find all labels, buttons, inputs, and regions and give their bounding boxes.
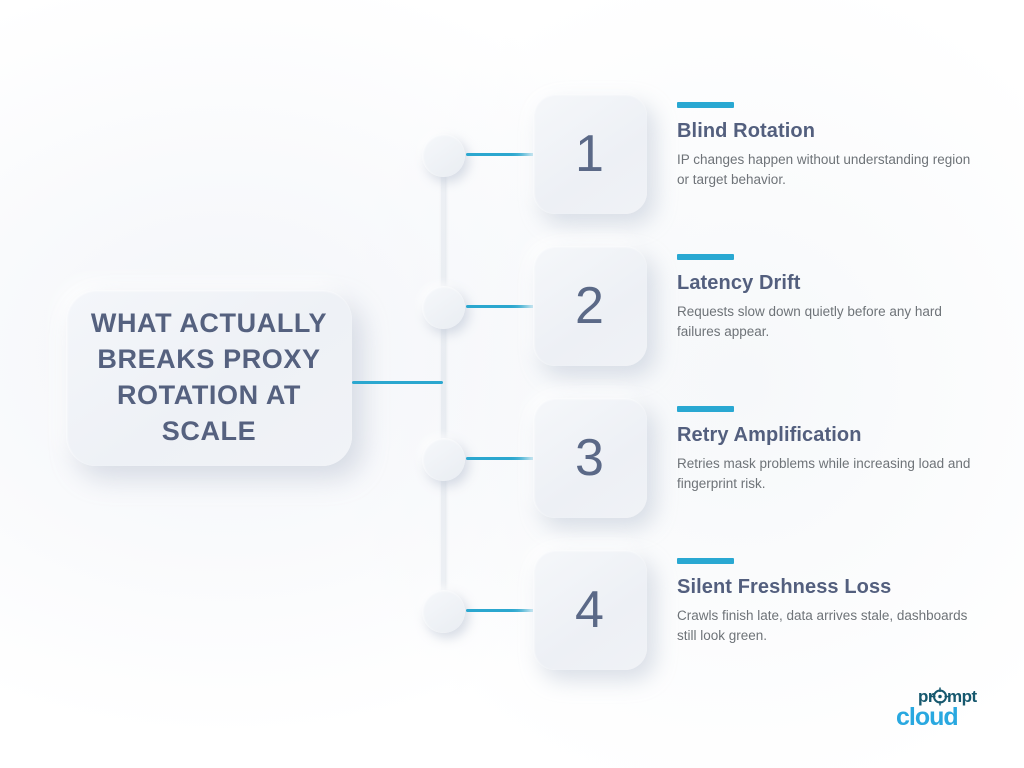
timeline-node-1 [422, 134, 465, 177]
list-item: 3 Retry Amplification Retries mask probl… [0, 398, 1024, 522]
list-item: 1 Blind Rotation IP changes happen witho… [0, 94, 1024, 218]
connector-line-4 [466, 609, 534, 612]
connector-line-1 [466, 153, 534, 156]
timeline-node-2 [422, 286, 465, 329]
logo-word-prompt: pr [918, 687, 935, 706]
page-title: WHAT ACTUALLY BREAKS PROXY ROTATION AT S… [91, 306, 327, 450]
accent-bar-icon-1 [677, 102, 734, 108]
title-connector-line [352, 381, 443, 384]
item-description-4: Crawls finish late, data arrives stale, … [677, 608, 968, 643]
title-line-3: ROTATION AT [116, 380, 302, 410]
number-label-3: 3 [575, 429, 605, 487]
accent-bar-icon-3 [677, 406, 734, 412]
list-item: 2 Latency Drift Requests slow down quiet… [0, 246, 1024, 370]
logo-word-cloud: cloud [896, 703, 958, 731]
text-block-2: Latency Drift Requests slow down quietly… [677, 254, 977, 341]
number-card-3: 3 [533, 398, 647, 518]
item-description-2: Requests slow down quietly before any ha… [677, 304, 942, 339]
number-label-2: 2 [575, 277, 605, 335]
timeline-spine [441, 155, 445, 611]
text-block-3: Retry Amplification Retries mask problem… [677, 406, 977, 493]
number-label-4: 4 [575, 581, 605, 639]
crosshair-target-icon [931, 687, 949, 706]
item-heading-4: Silent Freshness Loss [677, 576, 892, 598]
connector-line-3 [466, 457, 534, 460]
text-block-1: Blind Rotation IP changes happen without… [677, 102, 977, 189]
item-heading-2: Latency Drift [677, 272, 801, 294]
item-heading-1: Blind Rotation [677, 120, 816, 142]
text-block-4: Silent Freshness Loss Crawls finish late… [677, 558, 977, 645]
accent-bar-icon-2 [677, 254, 734, 260]
connector-line-2 [466, 305, 534, 308]
number-label-1: 1 [575, 125, 605, 183]
title-line-1: WHAT ACTUALLY [90, 308, 328, 339]
number-card-1: 1 [533, 94, 647, 214]
title-line-2: BREAKS PROXY [97, 344, 321, 375]
timeline-node-4 [422, 590, 465, 633]
logo-word-prompt-tail: mpt [947, 687, 978, 706]
number-card-4: 4 [533, 550, 647, 670]
item-description-1: IP changes happen without understanding … [677, 152, 971, 187]
cloud-icon [964, 712, 978, 719]
title-line-4: SCALE [161, 415, 257, 446]
item-heading-3: Retry Amplification [677, 424, 862, 446]
list-item: 4 Silent Freshness Loss Crawls finish la… [0, 550, 1024, 674]
item-description-3: Retries mask problems while increasing l… [677, 456, 971, 491]
number-card-2: 2 [533, 246, 647, 366]
title-card: WHAT ACTUALLY BREAKS PROXY ROTATION AT S… [66, 290, 352, 466]
promptcloud-logo: pr mpt cloud [893, 683, 997, 731]
timeline-node-3 [422, 438, 465, 481]
accent-bar-icon-4 [677, 558, 734, 564]
